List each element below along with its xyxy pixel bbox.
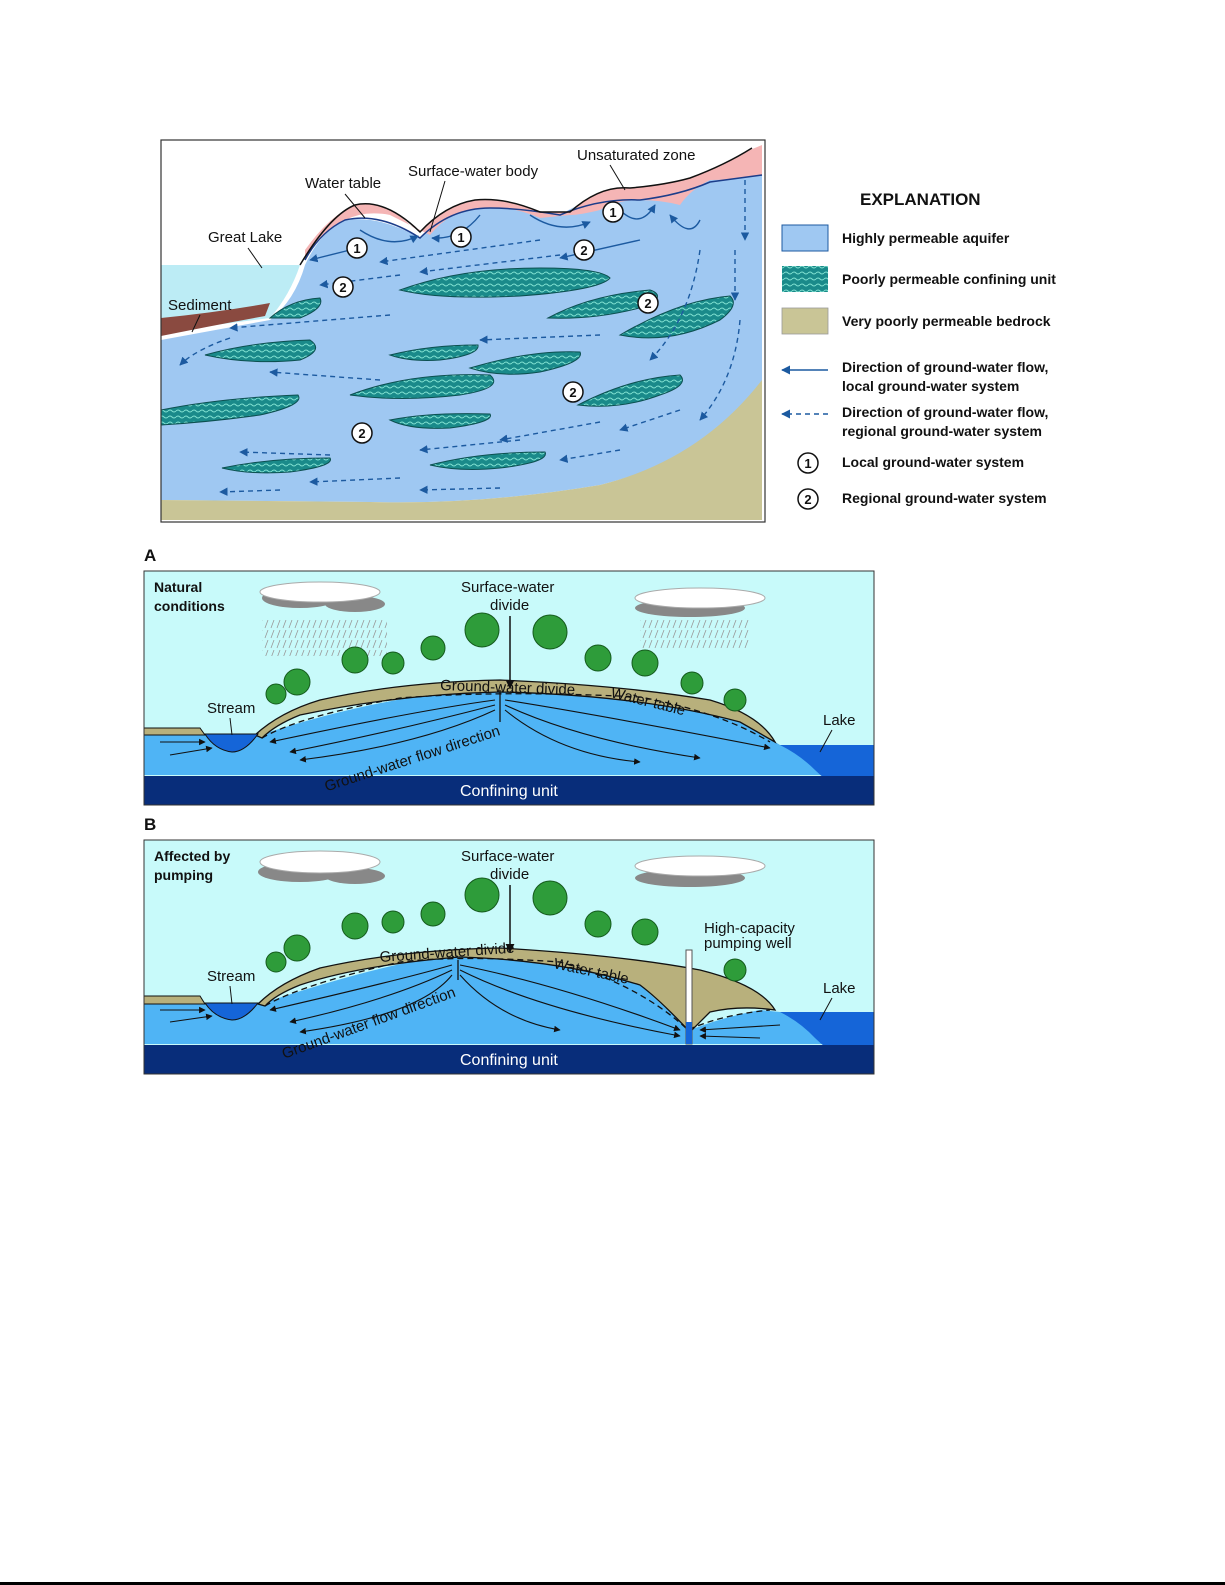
legend-bedrock: Very poorly permeable bedrock [842, 313, 1051, 329]
panel-b-cloud-left [258, 850, 385, 884]
panel-a-letter: A [144, 546, 156, 565]
panel-a: Confining unit [143, 570, 875, 806]
panel-b-title-2: pumping [154, 867, 213, 883]
aquifer-swatch [781, 224, 829, 252]
legend-confining: Poorly permeable confining unit [842, 271, 1056, 287]
panel-a-confining-unit [144, 776, 874, 805]
regional-flow-arrows [179, 180, 750, 496]
svg-text:2: 2 [339, 280, 346, 295]
local-system-marker: 1 [346, 237, 368, 259]
unsaturated-zone-label: Unsaturated zone [577, 147, 695, 164]
legend-title: EXPLANATION [860, 190, 981, 209]
regional-system-marker: 2 [573, 239, 595, 261]
panel-a-confining-label: Confining unit [460, 783, 558, 800]
panel-b-letter: B [144, 815, 156, 834]
panel-b-confining-label: Confining unit [460, 1052, 558, 1069]
svg-text:2: 2 [358, 426, 365, 441]
panel-a-lake-label: Lake [823, 712, 856, 729]
confining-swatch [782, 266, 828, 292]
legend-marker-2: 2 [804, 492, 811, 507]
panel-b-surface-divide-2: divide [490, 866, 529, 883]
legend-local-flow-1: Direction of ground-water flow, [842, 359, 1048, 375]
panel-b-well-2: pumping well [704, 935, 792, 952]
regional-system-marker: 2 [351, 422, 373, 444]
panel-a-hill [253, 679, 777, 744]
panel-a-trees [265, 612, 747, 712]
legend-regional-flow-1: Direction of ground-water flow, [842, 404, 1048, 420]
legend-marker-1: 1 [804, 456, 811, 471]
panel-a-stream [204, 733, 259, 753]
local-flow-arrows [309, 204, 701, 263]
page-bottom-rule [0, 1582, 1225, 1585]
sediment-label: Sediment [168, 297, 232, 314]
panel-a-title-2: conditions [154, 598, 225, 614]
legend-local-flow-2: local ground-water system [842, 378, 1019, 394]
svg-text:2: 2 [580, 243, 587, 258]
bedrock-layer [161, 380, 762, 520]
svg-text:1: 1 [353, 241, 360, 256]
panel-a-stream-label: Stream [207, 700, 255, 717]
surface-water-body-label: Surface-water body [408, 163, 539, 180]
sediment-layer [161, 303, 270, 336]
regional-cross-section [161, 145, 763, 520]
water-table-label: Water table [305, 175, 381, 192]
explanation-legend: EXPLANATION Highly permeable aquifer Poo… [781, 190, 1056, 510]
panel-b-trees [265, 877, 747, 982]
panel-a-cloud-left [259, 581, 387, 656]
regional-system-marker: 2 [637, 292, 659, 314]
panel-a-cloud-right [634, 587, 766, 648]
aquifer-body [161, 155, 762, 503]
panel-b: Confining unit [143, 839, 875, 1075]
svg-text:1: 1 [609, 205, 616, 220]
legend-regional-flow-2: regional ground-water system [842, 423, 1042, 439]
panel-a-groundwater-divide: Ground-water divide [440, 677, 576, 699]
panel-b-lake-label: Lake [823, 980, 856, 997]
panel-b-confining-unit [144, 1045, 874, 1074]
legend-aquifer: Highly permeable aquifer [842, 230, 1010, 246]
legend-local-system: Local ground-water system [842, 454, 1024, 470]
svg-text:2: 2 [569, 385, 576, 400]
regional-system-marker: 2 [332, 276, 354, 298]
svg-text:2: 2 [644, 296, 651, 311]
panel-b-title-1: Affected by [154, 848, 230, 864]
great-lake-label: Great Lake [208, 229, 282, 246]
panel-a-surface-divide-2: divide [490, 597, 529, 614]
panel-b-well-1: High-capacity [704, 920, 795, 937]
panel-a-title-1: Natural [154, 579, 202, 595]
panel-b-surface-divide-1: Surface-water [461, 848, 554, 865]
panel-b-stream [204, 1002, 260, 1021]
local-system-marker: 1 [450, 226, 472, 248]
confining-lenses [161, 267, 734, 474]
panel-b-cloud-right [634, 855, 766, 887]
panel-b-stream-label: Stream [207, 968, 255, 985]
local-system-marker: 1 [602, 201, 624, 223]
svg-text:1: 1 [457, 230, 464, 245]
legend-regional-system: Regional ground-water system [842, 490, 1047, 506]
regional-system-marker: 2 [562, 381, 584, 403]
panel-a-surface-divide-1: Surface-water [461, 579, 554, 596]
bedrock-swatch [781, 307, 829, 335]
